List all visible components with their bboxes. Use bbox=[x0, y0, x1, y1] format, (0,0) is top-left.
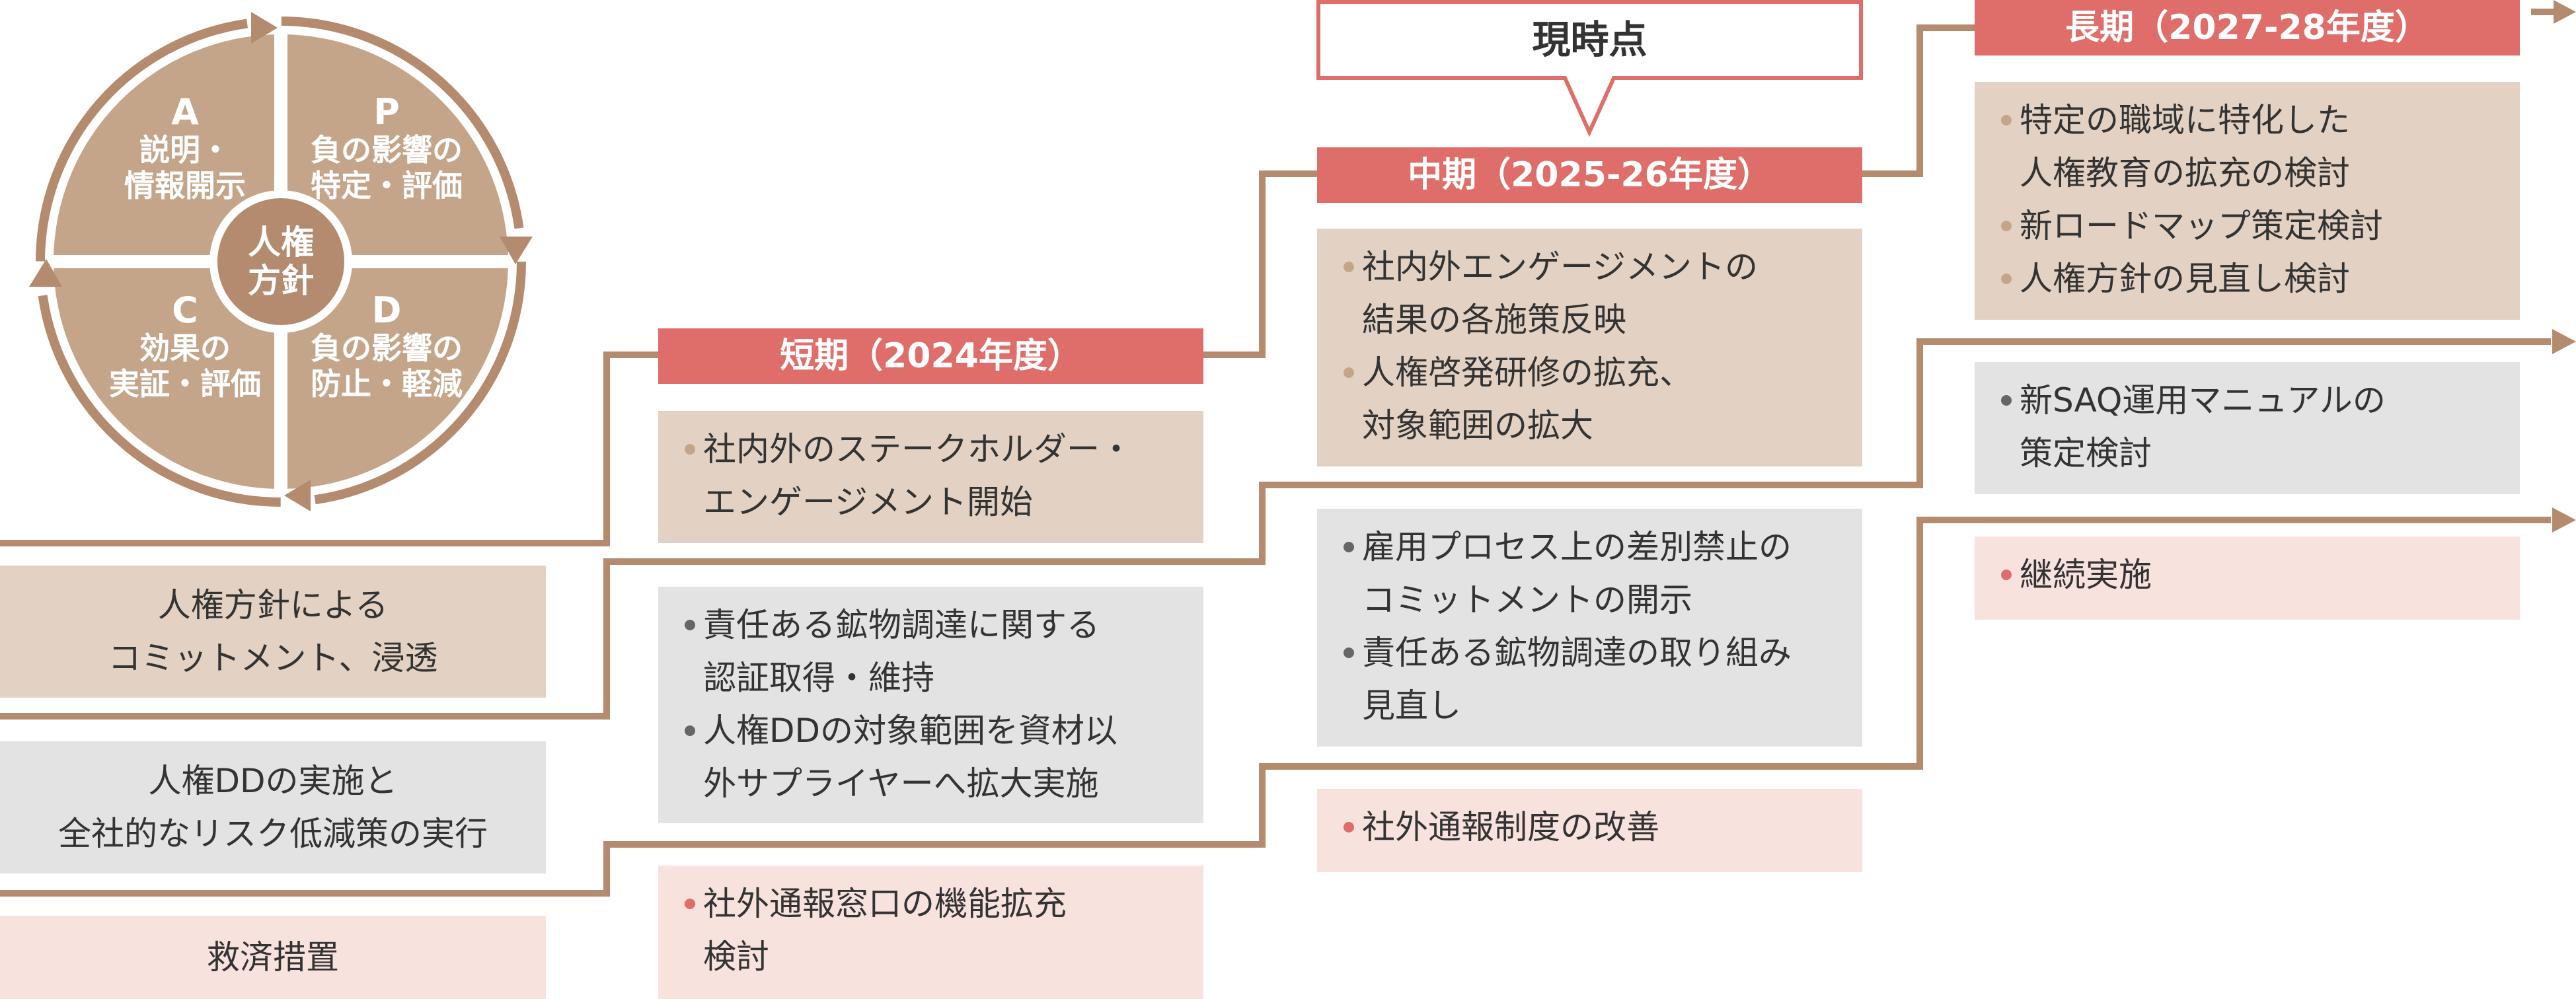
quadrant-c-line2: 実証・評価 bbox=[109, 366, 261, 402]
cycle-arrow-head-bottom bbox=[284, 480, 311, 511]
long-term-arrow-head bbox=[2554, 0, 2576, 24]
row-label-line: 人権方針による bbox=[157, 586, 389, 624]
quadrant-p-line1: 負の影響の bbox=[311, 132, 463, 168]
list-item-cont: 認証取得・維持 bbox=[703, 659, 934, 697]
quadrant-a-line2: 情報開示 bbox=[124, 168, 246, 204]
quadrant-a-line1: 説明・ bbox=[139, 132, 231, 168]
phase-long-header: 長期（2027-28年度） bbox=[1975, 0, 2520, 56]
cycle-arrow-head-top bbox=[251, 12, 278, 44]
quadrant-c-line1: 効果の bbox=[139, 330, 231, 366]
long-commitment-box: 特定の職域に特化した 人権教育の拡充の検討 新ロードマップ策定検討 人権方針の見… bbox=[1975, 82, 2520, 320]
phase-short-header: 短期（2024年度） bbox=[658, 328, 1203, 384]
quadrant-d-text: D 負の影響の 防止・軽減 bbox=[291, 291, 482, 402]
cycle-quadrant-a bbox=[54, 34, 281, 262]
now-marker-callout bbox=[1316, 0, 1863, 137]
quadrant-p-text: P 負の影響の 特定・評価 bbox=[291, 92, 482, 204]
list-item: 人権啓発研修の拡充、 bbox=[1344, 346, 1856, 399]
phase-mid-header: 中期（2025-26年度） bbox=[1317, 147, 1862, 203]
cycle-center-line2: 方針 bbox=[248, 262, 314, 300]
list-item: 人権方針の見直し検討 bbox=[2001, 252, 2513, 305]
list-item: 新ロードマップ策定検討 bbox=[2001, 200, 2513, 252]
row-label-line: 救済措置 bbox=[207, 938, 339, 977]
long-dd-box: 新SAQ運用マニュアルの 策定検討 bbox=[1975, 362, 2520, 494]
list-item-cont: コミットメントの開示 bbox=[1362, 581, 1692, 619]
list-item: 雇用プロセス上の差別禁止の bbox=[1344, 521, 1856, 574]
quadrant-p-letter: P bbox=[373, 91, 400, 133]
list-item: 社外通報制度の改善 bbox=[1344, 801, 1856, 854]
mid-remedy-box: 社外通報制度の改善 bbox=[1317, 789, 1862, 872]
row-label-remedy: 救済措置 bbox=[0, 916, 546, 999]
cycle-arrow-ring bbox=[36, 17, 526, 507]
row-commitment-arrow bbox=[2552, 329, 2576, 354]
row-dd-arrow bbox=[2552, 507, 2576, 533]
cycle-center-text: 人権 方針 bbox=[215, 223, 347, 300]
quadrant-d-line2: 防止・軽減 bbox=[311, 366, 463, 402]
list-item-cont: 対象範囲の拡大 bbox=[1362, 406, 1593, 445]
list-item-cont: 策定検討 bbox=[2020, 434, 2152, 472]
cycle-center bbox=[209, 190, 352, 333]
quadrant-a-text: A 説明・ 情報開示 bbox=[93, 92, 278, 204]
list-item-cont: 見直し bbox=[1362, 686, 1461, 725]
list-item: 責任ある鉱物調達の取り組み bbox=[1344, 626, 1856, 679]
list-item: 継続実施 bbox=[2001, 548, 2513, 601]
now-marker-label: 現時点 bbox=[1532, 17, 1648, 62]
short-remedy-box: 社外通報窓口の機能拡充 検討 bbox=[658, 866, 1203, 999]
quadrant-d-letter: D bbox=[371, 289, 402, 331]
quadrant-c-text: C 効果の 実証・評価 bbox=[93, 291, 278, 402]
list-item: 人権DDの対象範囲を資材以 bbox=[685, 704, 1197, 757]
short-commitment-box: 社内外のステークホルダー・ エンゲージメント開始 bbox=[658, 411, 1203, 543]
mid-commitment-box: 社内外エンゲージメントの 結果の各施策反映 人権啓発研修の拡充、 対象範囲の拡大 bbox=[1317, 229, 1862, 466]
long-remedy-box: 継続実施 bbox=[1975, 536, 2520, 620]
list-item-cont: 検討 bbox=[703, 938, 769, 976]
list-item-cont: 人権教育の拡充の検討 bbox=[2020, 154, 2350, 192]
quadrant-p-line2: 特定・評価 bbox=[311, 168, 463, 204]
pdca-cycle bbox=[29, 12, 533, 511]
cycle-quadrant-c bbox=[54, 262, 281, 489]
row-label-line: 人権DDの実施と bbox=[148, 762, 398, 800]
row-label-line: 全社的なリスク低減策の実行 bbox=[58, 815, 488, 853]
cycle-quadrant-d bbox=[281, 262, 508, 489]
list-item-cont: 結果の各施策反映 bbox=[1362, 301, 1626, 339]
row-dd-line bbox=[0, 517, 2551, 897]
list-item-cont: 外サプライヤーへ拡大実施 bbox=[703, 764, 1099, 803]
list-item: 特定の職域に特化した bbox=[2001, 94, 2513, 147]
row-label-dd: 人権DDの実施と 全社的なリスク低減策の実行 bbox=[0, 741, 546, 873]
phase-connector-line bbox=[0, 24, 1979, 546]
quadrant-d-line1: 負の影響の bbox=[311, 330, 463, 366]
list-item: 社内外のステークホルダー・ bbox=[685, 423, 1197, 476]
mid-dd-box: 雇用プロセス上の差別禁止の コミットメントの開示 責任ある鉱物調達の取り組み 見… bbox=[1317, 509, 1862, 747]
quadrant-a-letter: A bbox=[171, 91, 199, 133]
list-item: 新SAQ運用マニュアルの bbox=[2001, 374, 2513, 427]
row-commitment-line bbox=[0, 338, 2551, 720]
cycle-arrow-head-left bbox=[29, 259, 62, 287]
list-item: 社内外エンゲージメントの bbox=[1344, 240, 1856, 293]
quadrant-c-letter: C bbox=[172, 289, 198, 331]
short-dd-box: 責任ある鉱物調達に関する 認証取得・維持 人権DDの対象範囲を資材以 外サプライ… bbox=[658, 587, 1203, 823]
cycle-arrow-head-right bbox=[500, 237, 533, 264]
row-label-line: コミットメント、浸透 bbox=[108, 639, 438, 677]
cycle-center-line1: 人権 bbox=[248, 223, 314, 262]
list-item-cont: エンゲージメント開始 bbox=[703, 483, 1033, 521]
row-label-commitment: 人権方針による コミットメント、浸透 bbox=[0, 566, 546, 698]
cycle-quadrant-p bbox=[281, 34, 508, 262]
list-item: 責任ある鉱物調達に関する bbox=[685, 599, 1197, 651]
list-item: 社外通報窓口の機能拡充 bbox=[685, 877, 1197, 930]
